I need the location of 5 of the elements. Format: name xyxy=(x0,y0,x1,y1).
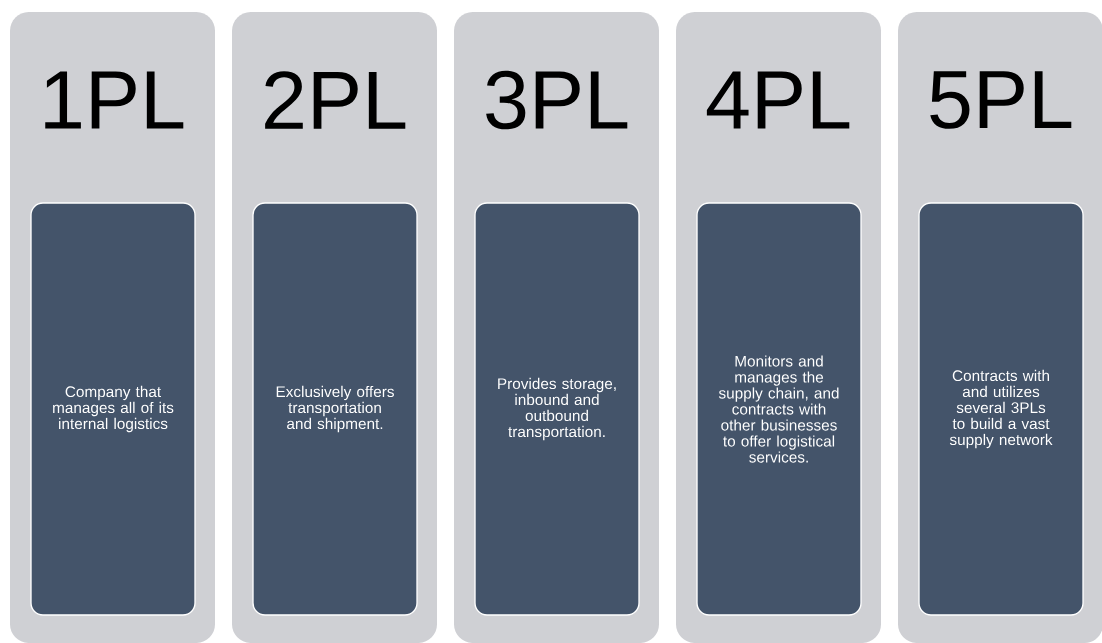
description-box: Provides storage, inbound and outbound transportation. xyxy=(474,202,640,616)
description-box: Contracts with and utilizes several 3PLs to build a vast supply network xyxy=(918,202,1084,616)
description-box: Monitors and manages the supply chain, and contracts with other businesses to offer logistical services. xyxy=(696,202,862,616)
description-box: Exclusively offers transportation and shipment. xyxy=(252,202,418,616)
description-box: Company that manages all of its internal logistics xyxy=(30,202,196,616)
